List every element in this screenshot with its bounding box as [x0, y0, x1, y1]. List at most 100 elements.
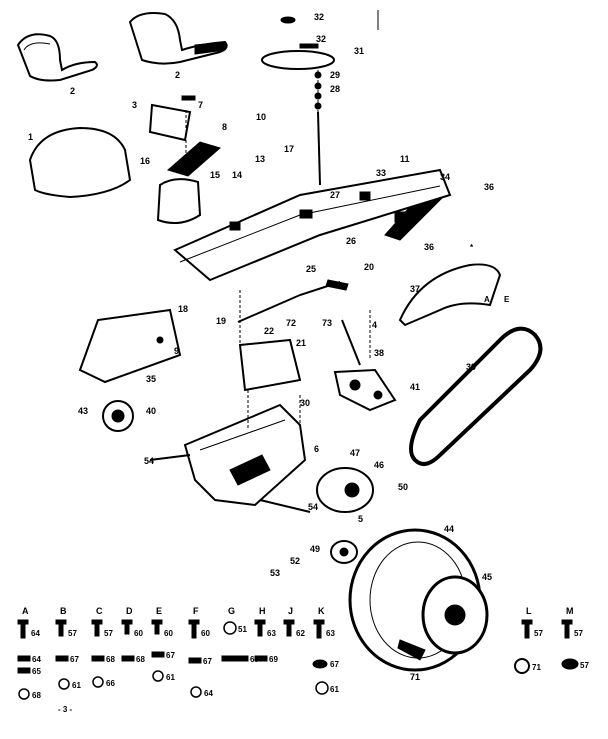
callout: 17	[284, 144, 294, 154]
callout: 43	[78, 406, 88, 416]
hardware-legend: A B C D E F G H J K L M 64 57 57 6	[17, 606, 589, 700]
stray-mark: E	[504, 295, 510, 304]
wheel-hub	[330, 540, 358, 564]
pedal-left	[166, 141, 222, 177]
hardware-label: 63	[326, 629, 335, 638]
callout: 15	[210, 170, 220, 180]
callout: 25	[306, 264, 316, 274]
bracket-3	[148, 95, 196, 142]
callout: 32	[316, 34, 326, 44]
callout: 72	[286, 318, 296, 328]
hardware-label: 60	[201, 629, 210, 638]
callout: 49	[310, 544, 320, 554]
callout: 71	[410, 672, 420, 682]
hardware-label: 67	[203, 657, 212, 666]
callout: 31	[354, 46, 364, 56]
callout: 52	[290, 556, 300, 566]
assembly-guides	[185, 110, 371, 430]
callout: 11	[400, 154, 410, 164]
hardware-letter: B	[60, 606, 67, 616]
callout: 28	[330, 84, 340, 94]
hardware-letter: L	[526, 606, 532, 616]
hardware-letter: M	[566, 606, 574, 616]
callout: 36	[484, 182, 494, 192]
hardware-label: 61	[72, 681, 81, 690]
hardware-label: 64	[32, 655, 41, 664]
hardware-letter: A	[22, 606, 29, 616]
rear-fender	[398, 263, 502, 327]
callout: 50	[398, 482, 408, 492]
callout: 19	[216, 316, 226, 326]
page-number: - 3 -	[58, 705, 73, 714]
hardware-label: 62	[296, 629, 305, 638]
motor-hub	[316, 467, 374, 513]
hardware-letter: J	[288, 606, 293, 616]
hardware-label: 68	[32, 691, 41, 700]
callout: 41	[410, 382, 420, 392]
callout: 26	[346, 236, 356, 246]
callout: 5	[358, 514, 363, 524]
hardware-letter: D	[126, 606, 133, 616]
steering-column	[314, 70, 322, 186]
callout: 45	[482, 572, 492, 582]
callout: 54	[308, 502, 318, 512]
bracket-16	[156, 178, 202, 225]
callout: 44	[444, 524, 454, 534]
callout: 47	[350, 448, 360, 458]
callout: 40	[146, 406, 156, 416]
callout: 18	[178, 304, 188, 314]
nut-icons	[17, 651, 579, 674]
axle-mount	[238, 338, 302, 392]
hardware-label: 61	[330, 685, 339, 694]
hardware-label: 63	[267, 629, 276, 638]
callout: 20	[364, 262, 374, 272]
washer-icons	[18, 658, 530, 700]
callout: 35	[146, 374, 156, 384]
callout: 39	[466, 362, 476, 372]
callout: 30	[300, 398, 310, 408]
hardware-label: 57	[68, 629, 77, 638]
callout: 32	[314, 12, 324, 22]
callout: 4	[372, 320, 377, 330]
hardware-label: 68	[106, 655, 115, 664]
hardware-label: 57	[574, 629, 583, 638]
fender-left	[28, 126, 132, 199]
brake-assembly	[333, 319, 397, 412]
callout: 7	[198, 100, 203, 110]
hardware-label: 64	[204, 689, 213, 698]
callout: 37	[410, 284, 420, 294]
stray-mark: *	[470, 243, 474, 252]
hardware-label: 67	[166, 651, 175, 660]
seat-center	[128, 12, 228, 65]
hardware-letter: H	[259, 606, 266, 616]
callout-labels: 2 2 32 32 31 29 28 3 7 8 10 13 17 16 15 …	[28, 12, 494, 682]
hardware-label: 67	[330, 660, 339, 669]
callout: 13	[255, 154, 265, 164]
hardware-letter: K	[318, 606, 325, 616]
callout: 9	[174, 346, 179, 356]
hardware-letter: F	[193, 606, 199, 616]
stray-mark: A	[484, 295, 490, 304]
hardware-label: 65	[32, 667, 41, 676]
main-frame	[173, 168, 452, 282]
hardware-label: 66	[106, 679, 115, 688]
rear-tire	[348, 528, 489, 672]
callout: 73	[322, 318, 332, 328]
callout: 33	[376, 168, 386, 178]
hardware-label: 51	[238, 625, 247, 634]
hardware-letter: C	[96, 606, 103, 616]
pulley	[102, 400, 134, 432]
callout: 22	[264, 326, 274, 336]
callout: 2	[70, 86, 75, 96]
side-plate	[78, 308, 182, 384]
hardware-label: 57	[534, 629, 543, 638]
callout: 46	[374, 460, 384, 470]
hardware-label: 67	[70, 655, 79, 664]
callout: 16	[140, 156, 150, 166]
hardware-label: 61	[166, 673, 175, 682]
callout: 29	[330, 70, 340, 80]
hardware-label: 67	[250, 655, 259, 664]
drive-belt	[409, 326, 543, 466]
callout: 38	[374, 348, 384, 358]
